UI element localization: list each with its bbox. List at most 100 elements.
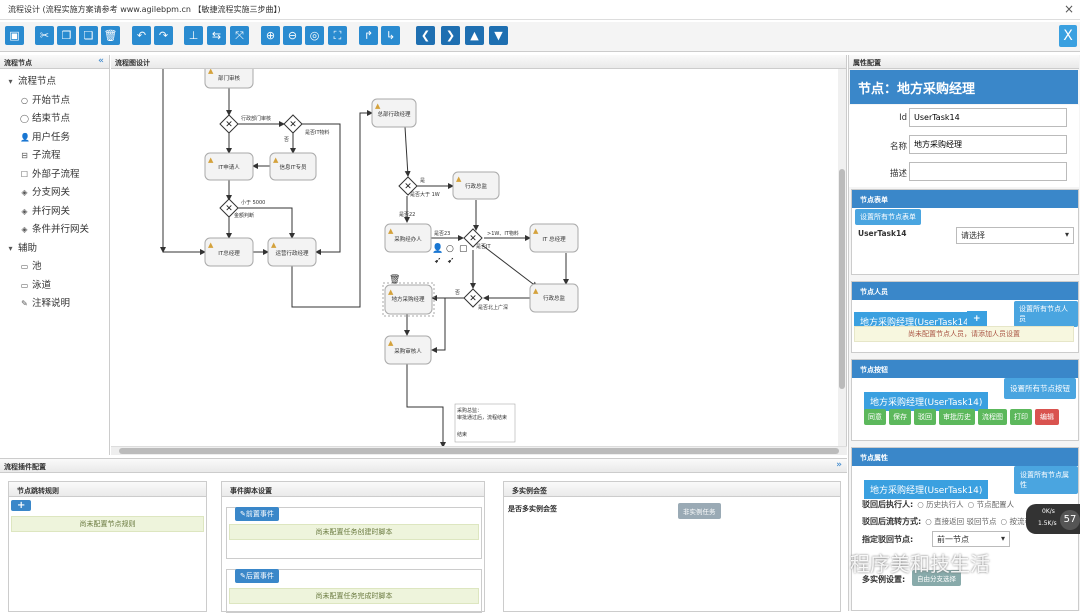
print-button[interactable]: 打印 <box>1010 409 1032 425</box>
svg-text:👤: 👤 <box>432 242 443 254</box>
note-label: 结束 <box>457 431 467 438</box>
save-icon[interactable]: ▣ <box>5 26 24 45</box>
group-flow-nodes[interactable]: ▾流程节点 <box>6 73 103 92</box>
group-label: 辅助 <box>18 242 38 254</box>
group-label: 流程节点 <box>18 76 57 87</box>
select-value: 前一节点 <box>937 535 969 544</box>
connector2-icon[interactable]: ↳ <box>381 26 400 45</box>
diagram-canvas[interactable]: 流程图设计 <box>111 55 847 455</box>
edit-icon: ✎ <box>240 510 246 518</box>
close-designer-button[interactable]: X <box>1059 25 1077 47</box>
arrow-left-icon[interactable]: ❮ <box>416 26 435 45</box>
item-label: 并行网关 <box>32 205 71 217</box>
name-field[interactable] <box>909 135 1067 154</box>
add-rule-button[interactable]: + <box>11 500 32 511</box>
id-row: Id <box>849 105 1079 132</box>
align-icon[interactable]: ⊥ <box>184 26 203 45</box>
diamond-x-icon: ◈ <box>21 188 28 197</box>
palette-item-usertask[interactable]: 👤用户任务 <box>6 129 103 148</box>
set-all-users-button[interactable]: 设置所有节点人员 <box>1014 301 1078 327</box>
edit-buttons-button[interactable]: 编辑 <box>1035 409 1059 425</box>
arrow-down-icon[interactable]: ▼ <box>489 26 508 45</box>
redo-icon[interactable]: ↷ <box>154 26 173 45</box>
item-label: 外部子流程 <box>32 168 80 180</box>
history-button[interactable]: 审批历史 <box>939 409 975 425</box>
radio-config[interactable]: ○ 节点配置人 <box>967 500 1015 509</box>
arrow-right-icon[interactable]: ❯ <box>441 26 460 45</box>
palette-item-external[interactable]: ☐外部子流程 <box>6 166 103 185</box>
zoom-in-icon[interactable]: ⊕ <box>261 26 280 45</box>
toolbar: ▣ ✂ ❐ ❏ 🗑 ↶ ↷ ⊥ ⇆ ⤧ ⊕ ⊖ ◎ ⛶ ↱ ↳ ❮ ❯ ▲ ▼ … <box>0 22 1080 52</box>
button-section: 节点按钮 设置所有节点按钮 地方采购经理(UserTask14) 同意保存驳回审… <box>851 359 1079 441</box>
subprocess-icon: ⊟ <box>21 151 28 160</box>
cpu-badge: 57 <box>1060 510 1080 530</box>
approve-button[interactable]: 同意 <box>864 409 886 425</box>
pre-event-tab[interactable]: ✎前置事件 <box>235 507 279 521</box>
task-label: 总部行政经理 <box>377 110 411 118</box>
zoom-out-icon[interactable]: ⊖ <box>283 26 302 45</box>
row-label: 多实例设置: <box>862 575 906 584</box>
jump-rule-header: 节点跳转规则 <box>9 482 206 497</box>
set-all-buttons-button[interactable]: 设置所有节点按钮 <box>1004 378 1076 399</box>
undo-icon[interactable]: ↶ <box>132 26 151 45</box>
radio-direct[interactable]: ○ 直接返回 驳回节点 <box>925 517 997 526</box>
zoom-actual-icon[interactable]: ◎ <box>305 26 324 45</box>
vertical-scrollbar[interactable] <box>838 69 846 447</box>
desc-field[interactable] <box>909 162 1067 181</box>
tab-label: 前置事件 <box>245 510 274 518</box>
delete-icon[interactable]: 🗑 <box>101 26 120 45</box>
svg-text:▢: ▢ <box>459 244 468 254</box>
palette-item-exclusive[interactable]: ◈分支网关 <box>6 184 103 203</box>
close-window-button[interactable]: × <box>1063 2 1074 16</box>
reject-node-select[interactable]: 前一节点▾ <box>932 531 1010 547</box>
radio-history[interactable]: ○ 历史执行人 <box>917 500 964 509</box>
copy-icon[interactable]: ❐ <box>57 26 76 45</box>
form-select[interactable]: 请选择▾ <box>956 227 1074 244</box>
flowchart-button[interactable]: 流程图 <box>978 409 1007 425</box>
set-all-forms-button[interactable]: 设置所有节点表单 <box>855 209 921 225</box>
palette-item-end[interactable]: ◯结束节点 <box>6 110 103 129</box>
arrow-up-icon[interactable]: ▲ <box>465 26 484 45</box>
scroll-thumb[interactable] <box>839 169 845 389</box>
user-warning: 尚未配置节点人员，请添加人员设置 <box>854 326 1074 342</box>
task-label: 部门审核 <box>218 74 241 82</box>
radio-flowchart[interactable]: ○ 按流程图 <box>1000 517 1040 526</box>
distribute-icon[interactable]: ⇆ <box>207 26 226 45</box>
add-user-button[interactable]: + <box>967 311 987 327</box>
item-label: 注释说明 <box>32 298 71 309</box>
square-icon: ☐ <box>20 169 29 179</box>
palette-item-lane[interactable]: ▭泳道 <box>6 277 103 296</box>
task-label: IT 总经理 <box>542 235 566 243</box>
palette-item-subprocess[interactable]: ⊟子流程 <box>6 147 103 166</box>
non-instance-button[interactable]: 非实例任务 <box>678 503 721 519</box>
svg-text:▲: ▲ <box>456 175 462 183</box>
connector-icon[interactable]: ↱ <box>359 26 378 45</box>
collapse-icon[interactable]: « <box>98 56 104 66</box>
scroll-thumb[interactable] <box>119 448 839 454</box>
row-label: 指定驳回节点: <box>862 535 914 544</box>
palette-item-annotation[interactable]: ✎注释说明 <box>6 295 103 314</box>
palette-item-inclusive[interactable]: ◈条件并行网关 <box>6 221 103 240</box>
desc-row: 描述 <box>849 159 1079 187</box>
canvas-header: 流程图设计 <box>111 55 846 69</box>
paste-icon[interactable]: ❏ <box>79 26 98 45</box>
set-all-props-button[interactable]: 设置所有节点属性 <box>1014 466 1078 494</box>
layout-icon[interactable]: ⤧ <box>230 26 249 45</box>
button-section-header: 节点按钮 <box>852 360 1078 378</box>
tab-label: 后置事件 <box>245 572 274 580</box>
id-field[interactable] <box>909 108 1067 127</box>
branch-select-button[interactable]: 自由分支选择 <box>912 570 961 586</box>
group-auxiliary[interactable]: ▾辅助 <box>6 240 103 259</box>
expand-icon[interactable]: » <box>836 460 842 470</box>
reject-button[interactable]: 驳回 <box>914 409 936 425</box>
cut-icon[interactable]: ✂ <box>35 26 54 45</box>
process-diagram[interactable]: ✕✕✕ ✕✕✕ ▲▲▲▲ ▲▲▲▲ ▲▲▲▲ 部门审核 IT申请人 <box>111 69 839 447</box>
post-event-tab[interactable]: ✎后置事件 <box>235 569 279 583</box>
palette-item-start[interactable]: ○开始节点 <box>6 92 103 111</box>
palette-item-parallel[interactable]: ◈并行网关 <box>6 203 103 222</box>
horizontal-scrollbar[interactable] <box>111 446 847 455</box>
select-value: 请选择 <box>961 231 985 240</box>
save-button[interactable]: 保存 <box>889 409 911 425</box>
fit-icon[interactable]: ⛶ <box>328 26 347 45</box>
palette-item-pool[interactable]: ▭池 <box>6 258 103 277</box>
